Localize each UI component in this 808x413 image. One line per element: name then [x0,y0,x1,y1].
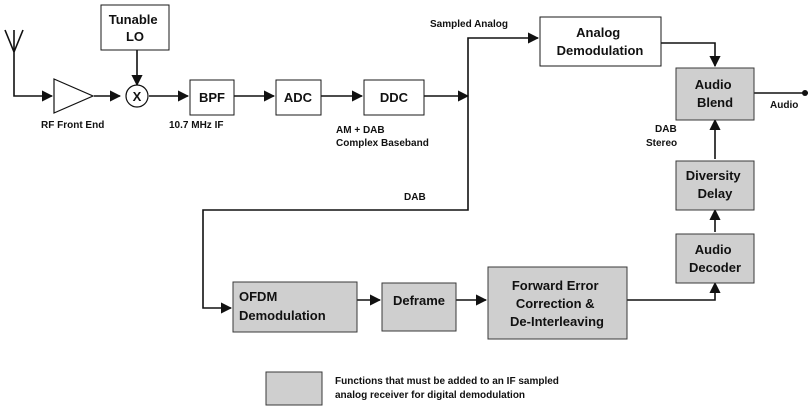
mixer-icon: X [125,84,149,108]
dab-stereo-line1: DAB [655,124,677,135]
baseband-label: AM + DAB Complex Baseband [336,125,429,149]
fec-line2: Correction & [516,296,595,311]
wire-fec-to-decoder [627,281,721,301]
audio-blend-line2: Blend [697,95,733,110]
audio-decoder-line1: Audio [695,242,732,257]
ddc-label: DDC [380,90,409,105]
diversity-delay-line2: Delay [698,186,733,201]
legend-swatch [265,371,323,406]
adc-label: ADC [284,90,313,105]
deframe-label: Deframe [393,293,445,308]
analog-demodulation-block: Analog Demodulation [539,16,662,67]
adc-block: ADC [275,79,322,116]
legend-text: Functions that must be added to an IF sa… [335,376,562,401]
rf-front-end-label: RF Front End [41,120,104,131]
signal-wires [13,32,808,314]
wire-dab-path [202,96,469,314]
bpf-label: BPF [199,90,225,105]
dab-stereo-label: DAB Stereo [646,124,679,149]
audio-blend-block: Audio Blend [675,67,755,121]
fec-line3: De-Interleaving [510,314,604,329]
svg-text:Tunable LO: Tunable LO [109,12,162,44]
tunable-lo-line2: LO [126,29,144,44]
svg-text:Audio Blend: Audio Blend [695,77,735,110]
svg-text:Forward Error Correction: Forward Error Correction & De-Interleavi… [510,278,604,329]
diversity-delay-line1: Diversity [686,168,742,183]
ofdm-line1: OFDM [239,289,277,304]
fec-line1: Forward Error [512,278,599,293]
baseband-line2: Complex Baseband [336,138,429,149]
audio-decoder-line2: Decoder [689,260,741,275]
tunable-lo-line1: Tunable [109,12,158,27]
svg-text:Analog Demodulation: Analog Demodulation [557,25,644,58]
wire-analog-demod-to-blend [661,42,721,68]
analog-demod-line1: Analog [576,25,620,40]
diversity-delay-block: Diversity Delay [675,160,755,211]
analog-demod-line2: Demodulation [557,43,644,58]
mixer-label: X [133,89,142,104]
deframe-block: Deframe [381,282,457,332]
legend-line2: analog receiver for digital demodulation [335,390,525,401]
svg-text:OFDM Demodulation: OFDM Demodulation [239,289,326,323]
wire-antenna-to-rf [13,52,54,102]
audio-output-label: Audio [770,100,798,111]
legend: Functions that must be added to an IF sa… [265,371,562,406]
dab-label: DAB [404,192,426,203]
sampled-analog-label: Sampled Analog [430,19,508,30]
dab-stereo-line2: Stereo [646,138,677,149]
baseband-line1: AM + DAB [336,125,385,136]
legend-line1: Functions that must be added to an IF sa… [335,376,559,387]
bpf-block: BPF [189,79,235,116]
audio-out-terminal [802,90,808,96]
ofdm-demodulation-block: OFDM Demodulation [232,281,358,333]
wire-sampled-analog [467,32,540,96]
ofdm-line2: Demodulation [239,308,326,323]
antenna-icon [4,29,24,53]
fec-block: Forward Error Correction & De-Interleavi… [487,266,628,340]
audio-blend-line1: Audio [695,77,732,92]
audio-decoder-block: Audio Decoder [675,233,755,284]
if-frequency-label: 10.7 MHz IF [169,120,223,131]
ddc-block: DDC [363,79,425,116]
tunable-lo-block: Tunable LO [100,4,170,51]
svg-text:Audio Decoder: Audio Decoder [689,242,741,275]
svg-text:Diversity Delay: Diversity Delay [686,168,745,201]
rf-amplifier-icon [53,78,95,114]
